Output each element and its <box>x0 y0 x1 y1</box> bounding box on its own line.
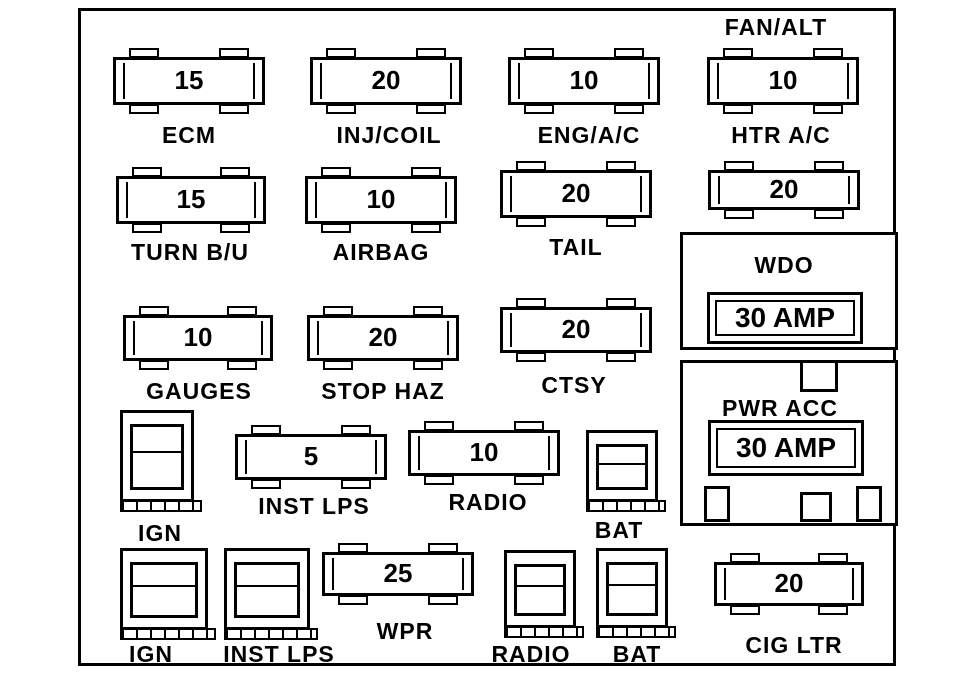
fuse-inst-lps: 5 <box>235 424 387 490</box>
label-bat-bottom: BAT <box>612 641 662 667</box>
label-wdo: WDO <box>754 252 814 278</box>
fuse-value: 20 <box>774 567 804 598</box>
label-stop-haz: STOP HAZ <box>321 378 445 404</box>
label-inst-lps-bottom: INST LPS <box>223 641 335 667</box>
relay-radio-bottom <box>504 550 584 638</box>
label-ctsy: CTSY <box>541 372 607 398</box>
fuse-ctsy: 20 <box>500 297 652 363</box>
fuse-airbag: 10 <box>305 166 457 234</box>
pwr-acc-foot-left <box>704 486 730 522</box>
label-ign-bottom: IGN <box>129 641 173 667</box>
label-airbag: AIRBAG <box>332 239 430 265</box>
breaker-value: 30 AMP <box>735 432 837 463</box>
breaker-wdo: 30 AMP <box>707 292 863 344</box>
fuse-value: 25 <box>383 557 413 588</box>
fuse-ecm: 15 <box>113 47 265 115</box>
label-ecm: ECM <box>161 122 217 148</box>
label-tail: TAIL <box>549 234 603 260</box>
fuse-value: 10 <box>183 321 213 352</box>
breaker-pwr-acc: 30 AMP <box>708 420 864 476</box>
label-eng-ac: ENG/A/C <box>537 122 641 148</box>
label-htr-ac: HTR A/C <box>731 122 831 148</box>
fuse-eng-ac: 10 <box>508 47 660 115</box>
fuse-value: 15 <box>174 64 204 95</box>
fuse-cig-ltr: 20 <box>714 552 864 616</box>
label-radio-bottom: RADIO <box>491 641 571 667</box>
label-inj-coil: INJ/COIL <box>336 122 442 148</box>
fuse-value: 20 <box>769 173 799 204</box>
breaker-value: 30 AMP <box>734 302 836 333</box>
fuse-tail: 20 <box>500 160 652 228</box>
fuse-value: 20 <box>368 321 398 352</box>
fuse-value: 10 <box>366 183 396 214</box>
relay-bat-top <box>586 430 666 512</box>
fuse-inj-coil: 20 <box>310 47 462 115</box>
fuse-value: 20 <box>561 177 591 208</box>
fuse-turn-bu: 15 <box>116 166 266 234</box>
label-ign-top: IGN <box>138 520 182 546</box>
fuse-htr-ac: 10 <box>707 47 859 115</box>
relay-bat-bottom <box>596 548 676 638</box>
pwr-acc-foot-right <box>856 486 882 522</box>
fuse-value: 10 <box>569 64 599 95</box>
relay-ign-top <box>120 410 202 512</box>
fuse-radio: 10 <box>408 420 560 486</box>
label-wpr: WPR <box>376 618 434 644</box>
label-turn-bu: TURN B/U <box>131 239 249 265</box>
fuse-value: 10 <box>768 64 798 95</box>
pwr-acc-foot-mid <box>800 492 832 522</box>
relay-inst-lps-bottom <box>224 548 318 640</box>
label-fan-alt: FAN/ALT <box>724 14 828 40</box>
fuse-value: 10 <box>469 436 499 467</box>
label-pwr-acc: PWR ACC <box>721 395 839 421</box>
fuse-value: 15 <box>176 183 206 214</box>
label-bat-top: BAT <box>594 517 644 543</box>
fuse-stop-haz: 20 <box>307 305 459 371</box>
pwr-acc-tab <box>800 360 838 392</box>
label-gauges: GAUGES <box>146 378 252 404</box>
fuse-value: 20 <box>371 64 401 95</box>
fuse-value: 5 <box>303 440 319 471</box>
label-inst-lps: INST LPS <box>258 493 370 519</box>
label-radio: RADIO <box>448 489 528 515</box>
fuse-wdo-top: 20 <box>708 160 860 220</box>
label-cig-ltr: CIG LTR <box>745 632 843 658</box>
fuse-gauges: 10 <box>123 305 273 371</box>
fuse-value: 20 <box>561 313 591 344</box>
fuse-wpr: 25 <box>322 542 474 606</box>
relay-ign-bottom <box>120 548 216 640</box>
